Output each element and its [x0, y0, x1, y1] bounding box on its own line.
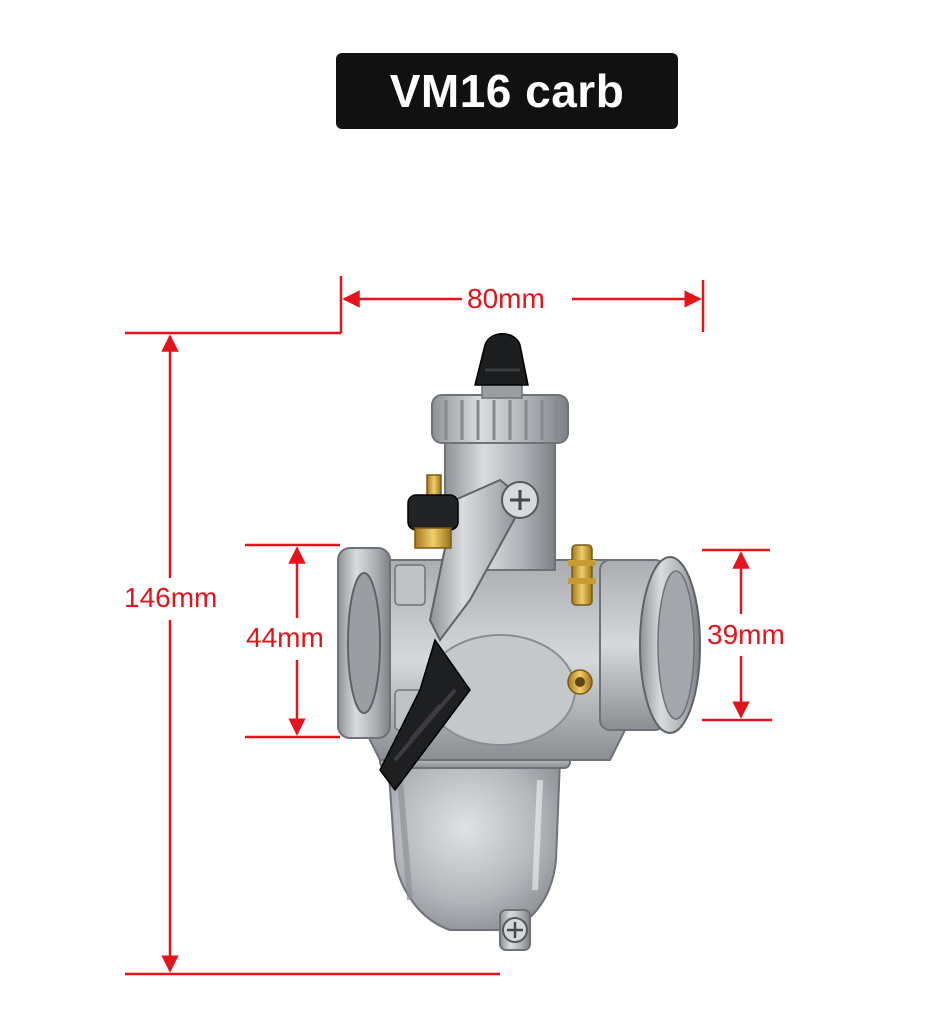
- carburetor-illustration: [337, 333, 701, 951]
- vent-nipple: [568, 544, 596, 606]
- height-label: 146mm: [120, 582, 222, 614]
- page-title: VM16 carb: [389, 65, 625, 117]
- title-badge: VM16 carb: [336, 53, 678, 129]
- inlet-label: 44mm: [242, 622, 328, 654]
- height-dimension: [125, 331, 500, 976]
- cable-cap: [474, 333, 529, 386]
- inlet-flange: [337, 547, 426, 739]
- width-dimension: [339, 276, 705, 333]
- inlet-dimension: [245, 543, 340, 739]
- drain-screw: [499, 909, 531, 951]
- outlet-dimension: [702, 548, 772, 722]
- outlet-flange: [599, 556, 701, 734]
- air-screw: [407, 474, 459, 549]
- outlet-label: 39mm: [703, 619, 789, 651]
- idle-screw: [567, 669, 593, 695]
- width-label: 80mm: [463, 283, 549, 315]
